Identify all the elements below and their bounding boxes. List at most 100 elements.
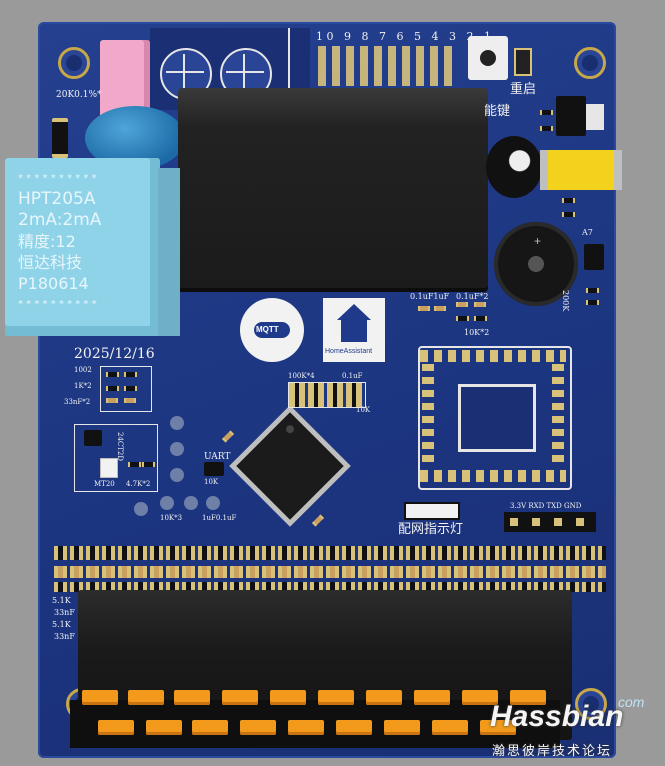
via [170,468,184,482]
regulator-tab [586,104,604,130]
connector-pin [366,690,402,705]
connector-pin [128,690,164,705]
left-edge-label: 33nF [54,608,75,617]
smd-capacitor [434,306,446,311]
smd-resistor [106,386,119,391]
wifi-module-center-pad [458,384,536,452]
watermark-subtitle: 瀚思彼岸技术论坛 [492,743,613,758]
transformer-serial: P180614 [18,274,89,293]
button-cap[interactable] [480,50,496,66]
silk-res-1002: 1002 [74,366,92,374]
screw-slot [243,54,245,92]
serial-header[interactable] [504,512,596,532]
screw-slot [166,71,204,73]
buzzer-hole [528,256,544,272]
passive-row-bottom [54,582,606,592]
connector-pin [222,690,258,705]
silk-cap-01uf-2: 0.1uF*2 [456,292,489,301]
transformer-accuracy: 精度:12 [18,232,76,251]
connector-pin [240,720,276,735]
silk-uart: UART [204,452,231,462]
connector-pin [480,720,516,735]
config-led [404,502,460,520]
pin-number: 7 [379,30,390,43]
smd-capacitor [418,306,430,311]
smd-resistor [586,288,599,293]
smd-resistor [586,300,599,305]
transformer-model: HPT205A [18,189,96,209]
connector-pin [192,720,228,735]
relay [178,88,488,288]
pin-number: 4 [431,30,442,43]
current-transformer [5,158,160,336]
smd-resistor [142,462,155,467]
mqtt-logo: MQTT [240,298,304,362]
wifi-module-pads-right [552,364,564,468]
serial-pin-pads [510,518,592,526]
passive-cluster-outline [100,366,152,412]
connector-pin [462,690,498,705]
silk-res-10k3: 10K*3 [160,514,183,522]
mcu-dot [284,423,296,435]
pin-number: 3 [449,30,460,43]
connector-pin [336,720,372,735]
screw-slot [183,54,185,92]
electrolytic-capacitor [486,136,542,198]
transistor [584,244,604,270]
serial-pins-label: 3.3V RXD TXD GND [510,502,582,510]
restart-label: 重启 [510,82,537,97]
smd-capacitor [106,398,118,403]
transformer-line: * * * * * * * * * * [18,173,97,184]
via [170,416,184,430]
silk-cap-1uf-01uf: 1uF0.1uF [202,514,237,522]
connector-pin [146,720,182,735]
connector-pin [384,720,420,735]
smd-capacitor [456,302,468,307]
smd-resistor [52,118,68,158]
connector-pin [510,690,546,705]
house-body-icon [341,320,367,342]
left-edge-label: 5.1K [52,596,71,605]
terminal-divider [288,28,290,98]
transformer-side [158,168,180,336]
smd-resistor [456,316,469,321]
pin-number: 10 [316,30,337,43]
smd-resistor [124,386,137,391]
plus-icon: + [534,234,542,248]
transformer-text: * * * * * * * * * * HPT205A 2mA:2mA 精度:1… [18,168,153,315]
res-200k-label: 200K [561,290,570,312]
silk-cap-01uf-1uf: 0.1uF1uF [410,292,450,301]
connector-pin [82,690,118,705]
via [160,496,174,510]
silk-res-47k2: 4.7K*2 [126,480,151,488]
silk-mt20: MT20 [94,480,115,488]
smd-resistor [106,372,119,377]
silk-resistor-top: 20K0.1%* [56,90,102,100]
connector-pin [174,690,210,705]
restart-button[interactable] [468,36,508,80]
silk-res-10k-mid: 10K [356,406,371,414]
wifi-module-pads-bottom [420,470,566,482]
transformer-brand: 恒达科技 [18,253,83,272]
function-key-label: 能键 [484,104,511,119]
smd-resistor [128,462,141,467]
connector-pin [414,690,450,705]
silk-diode-24v: 24CT2D [116,432,124,461]
passive-row-top [54,546,606,560]
silk-cap-33nf2: 33nF*2 [64,398,91,406]
smd-resistor [124,372,137,377]
silk-cap-01uf-mid: 0.1uF [342,372,363,380]
wifi-module-pads-left [422,364,434,468]
silk-res-100k4: 100K*4 [288,372,315,380]
smd-resistor [474,316,487,321]
watermark-brand: Hassbian [490,700,624,733]
sensor-chip [84,430,102,446]
board-date: 2025/12/16 [74,346,155,362]
via [170,442,184,456]
via [134,502,148,516]
homeassistant-logo: HomeAssistant [323,298,385,362]
connector-pin [432,720,468,735]
pin-number: 9 [344,30,355,43]
connector-pin [288,720,324,735]
left-edge-label: 33nF [54,632,75,641]
